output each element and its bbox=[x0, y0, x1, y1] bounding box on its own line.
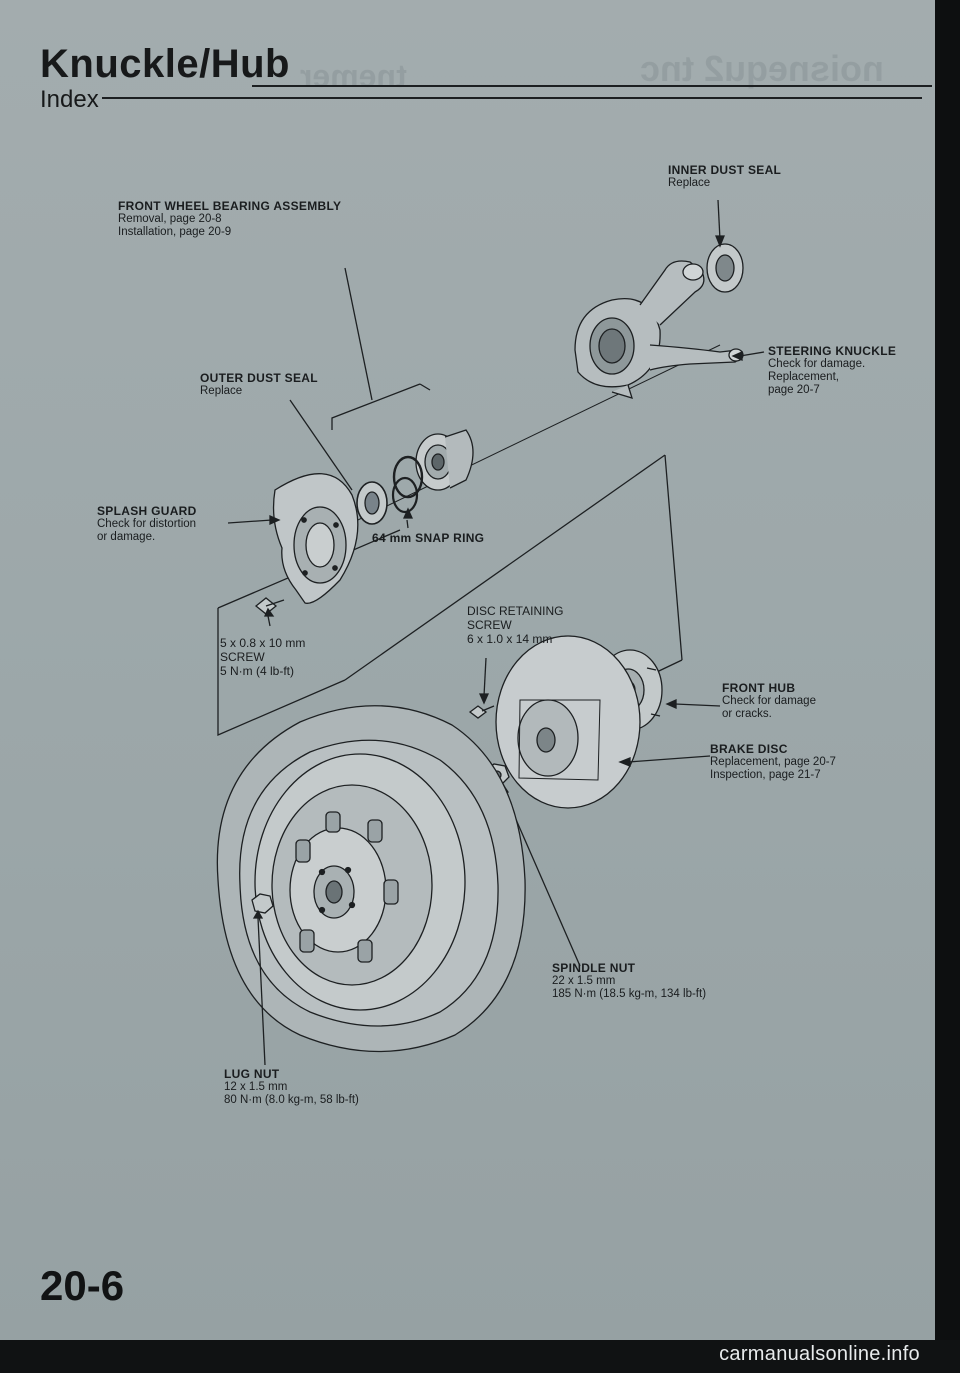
leader-outer-dust-seal bbox=[289, 399, 353, 491]
leader-disc-retaining-screw bbox=[483, 657, 487, 697]
arrow-disc-retaining-screw bbox=[478, 693, 490, 705]
title-rule bbox=[252, 85, 932, 87]
arrow-splash-guard bbox=[269, 514, 281, 526]
page-title: Knuckle/Hub bbox=[40, 42, 290, 86]
arrow-steering-knuckle bbox=[731, 350, 743, 362]
label-splash-guard: SPLASH GUARD Check for distortion or dam… bbox=[97, 504, 197, 544]
label-screw: 5 x 0.8 x 10 mm SCREW 5 N·m (4 lb-ft) bbox=[220, 636, 306, 678]
label-front-hub: FRONT HUB Check for damage or cracks. bbox=[722, 681, 816, 721]
wheel-bearing bbox=[415, 429, 474, 491]
leader-splash-guard bbox=[227, 519, 273, 524]
label-lug-nut: LUG NUT 12 x 1.5 mm 80 N·m (8.0 kg-m, 58… bbox=[224, 1067, 359, 1107]
arrow-front-hub bbox=[665, 698, 677, 710]
leader-screw bbox=[267, 615, 271, 627]
splash-guard bbox=[272, 473, 359, 604]
label-steering-knuckle: STEERING KNUCKLE Check for damage. Repla… bbox=[768, 344, 897, 397]
label-disc-retaining-screw: DISC RETAINING SCREW 6 x 1.0 x 14 mm bbox=[467, 604, 564, 646]
label-spindle-nut: SPINDLE NUT 22 x 1.5 mm 185 N·m (18.5 kg… bbox=[552, 961, 707, 1001]
arrow-lug-nut bbox=[252, 909, 264, 919]
arrow-inner-dust-seal bbox=[715, 235, 725, 248]
outer-dust-seal bbox=[356, 481, 388, 525]
bearing-bracket-tick bbox=[419, 383, 431, 391]
leader-snap-ring bbox=[406, 519, 409, 529]
label-front-wheel-bearing: FRONT WHEEL BEARING ASSEMBLY Removal, pa… bbox=[118, 199, 342, 239]
leader-brake-disc bbox=[627, 755, 711, 763]
brake-disc bbox=[495, 635, 641, 809]
splash-guard-screw bbox=[254, 597, 285, 615]
snap-ring bbox=[391, 455, 424, 514]
bottom-edge bbox=[0, 1340, 960, 1373]
bearing-bracket bbox=[331, 383, 421, 430]
wheel-and-tire bbox=[216, 705, 526, 1053]
steering-knuckle bbox=[574, 260, 744, 399]
assembly-box-outline bbox=[217, 608, 346, 736]
leader-steering-knuckle bbox=[739, 351, 765, 357]
page-subtitle: Index bbox=[40, 86, 99, 113]
binding-edge bbox=[935, 0, 960, 1340]
leader-front-wheel-bearing bbox=[344, 267, 373, 401]
index-rule bbox=[102, 97, 922, 99]
manual-page bbox=[0, 0, 935, 1340]
label-inner-dust-seal: INNER DUST SEAL Replace bbox=[668, 163, 782, 190]
arrow-screw bbox=[264, 607, 275, 617]
arrow-snap-ring bbox=[402, 507, 414, 519]
exploded-diagram bbox=[216, 199, 765, 1066]
lug-nut bbox=[251, 893, 274, 914]
inner-dust-seal bbox=[706, 243, 744, 293]
assembly-box-edge-3 bbox=[664, 454, 683, 661]
disc-retaining-screw bbox=[468, 705, 495, 719]
label-brake-disc: BRAKE DISC Replacement, page 20-7 Inspec… bbox=[710, 742, 836, 782]
arrow-brake-disc bbox=[618, 757, 631, 767]
label-outer-dust-seal: OUTER DUST SEAL Replace bbox=[200, 371, 318, 398]
assembly-box-edge-2 bbox=[344, 454, 666, 681]
label-snap-ring: 64 mm SNAP RING bbox=[372, 531, 485, 545]
leader-front-hub bbox=[674, 703, 721, 707]
leader-inner-dust-seal bbox=[717, 199, 721, 241]
page-number: 20-6 bbox=[40, 1262, 125, 1309]
leader-lug-nut bbox=[257, 917, 266, 1066]
watermark: carmanualsonline.info bbox=[719, 1343, 920, 1365]
